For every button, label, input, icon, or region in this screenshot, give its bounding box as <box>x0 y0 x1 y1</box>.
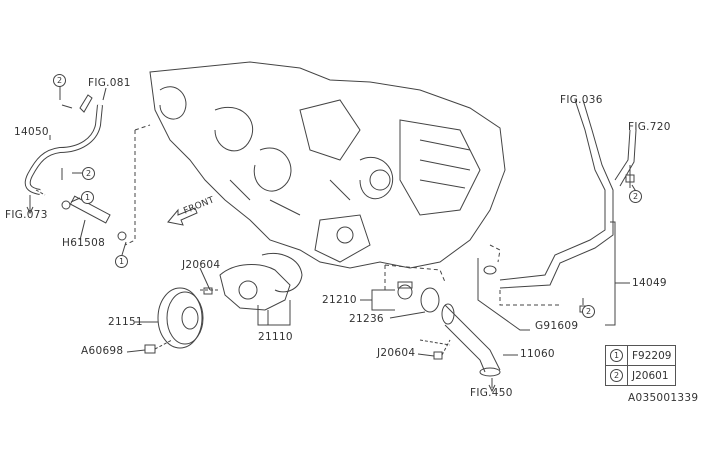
legend-part: F92209 <box>626 345 677 366</box>
legend-key: 2 <box>610 369 623 382</box>
ref-fig450[interactable]: FIG.450 <box>470 387 513 399</box>
pipe-11060 <box>417 303 518 393</box>
part-j20604-b: J20604 <box>377 347 416 359</box>
part-h61508: H61508 <box>62 237 106 249</box>
part-g91609: G91609 <box>535 320 579 332</box>
callout-1: 1 <box>81 191 94 204</box>
ref-fig081[interactable]: FIG.081 <box>88 77 131 89</box>
legend-row: 2 J20601 <box>605 365 677 386</box>
engine-block <box>149 61 506 269</box>
legend-part: J20601 <box>626 365 677 386</box>
callout-2: 2 <box>82 167 95 180</box>
part-11060: 11060 <box>520 348 555 360</box>
callout-1: 1 <box>115 255 128 268</box>
part-j20604-a: J20604 <box>182 259 221 271</box>
diagram-id: A035001339 <box>628 392 699 404</box>
hose-14050 <box>24 80 151 256</box>
part-a60698: A60698 <box>81 345 124 357</box>
legend-table: 1 F92209 2 J20601 <box>605 345 677 386</box>
part-21151: 21151 <box>108 316 143 328</box>
legend-key: 1 <box>610 349 623 362</box>
callout-2: 2 <box>629 190 642 203</box>
part-21110: 21110 <box>258 331 293 343</box>
part-21210: 21210 <box>322 294 357 306</box>
front-arrow <box>167 207 198 226</box>
ref-fig036[interactable]: FIG.036 <box>560 94 603 106</box>
callout-2: 2 <box>582 305 595 318</box>
pulley <box>126 287 204 354</box>
pipe-14049 <box>477 99 641 331</box>
thermostat <box>360 264 446 319</box>
legend-row: 1 F92209 <box>605 345 677 366</box>
water-pump <box>199 253 303 326</box>
ref-fig720[interactable]: FIG.720 <box>628 121 671 133</box>
part-14050: 14050 <box>14 126 49 138</box>
ref-fig073[interactable]: FIG.073 <box>5 209 48 221</box>
part-14049: 14049 <box>632 277 667 289</box>
part-21236: 21236 <box>349 313 384 325</box>
callout-2: 2 <box>53 74 66 87</box>
